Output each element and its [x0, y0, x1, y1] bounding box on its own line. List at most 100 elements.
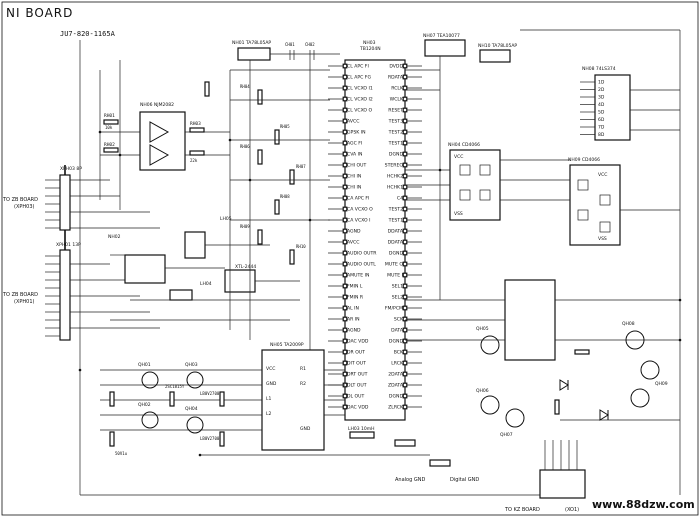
main-ic-left-pin-pad	[342, 217, 348, 223]
main-ic-right-pin-pad	[402, 74, 408, 80]
main-ic-right-pin-label: ZLRCK	[388, 405, 404, 411]
main-ic-right-pin-pad	[402, 195, 408, 201]
main-ic-right-pin-label: DGND	[389, 339, 404, 345]
main-ic-right-pin-label: WCLK	[390, 97, 404, 103]
main-ic-right-pin-pad	[402, 371, 408, 377]
main-ic-right-pin-pad	[402, 129, 408, 135]
main-ic-right-pin-label: C4	[397, 196, 403, 202]
main-ic-left-pin-label: DLT OUT	[347, 383, 367, 389]
main-ic-right-pin-label: SEL2	[392, 295, 403, 301]
main-ic-left-pin-pad	[342, 360, 348, 366]
main-ic-left-pin-label: AVCC	[347, 119, 359, 125]
nh08-pin-label: 7D	[598, 125, 605, 131]
main-ic-left-pin-label: AUDIO OUTR	[347, 251, 377, 257]
main-ic-right-pin-label: DGND	[389, 394, 404, 400]
ch01-label: CH01	[285, 42, 295, 47]
nh06-resistors: RH01 RH02 RH03 10k 22k	[103, 81, 210, 163]
main-ic-right-pin-pad	[402, 173, 408, 179]
nh09-pin-vss: VSS	[598, 236, 607, 242]
value-10k: 10k	[105, 125, 113, 130]
nh05-pin-gnd2: GND	[300, 426, 311, 432]
main-ic-left-pin-pad	[342, 206, 348, 212]
main-ic-right-pin-pad	[402, 393, 408, 399]
nh08-pin-label: 1D	[598, 80, 605, 86]
main-ic-left-pin-pad	[342, 129, 348, 135]
nh08-pin-label: 3D	[598, 95, 605, 101]
lh05-label: LH05	[220, 216, 232, 222]
main-ic-right-pin-pad	[402, 184, 408, 190]
main-ic-left-pin-label: DR OUT	[347, 350, 365, 356]
nh10-label: NH10 TA78L05AP	[478, 43, 517, 49]
main-ic-right-pin-pad	[402, 404, 408, 410]
main-ic-right-pin-label: HCHK2	[387, 174, 403, 180]
main-ic-right-pin-pad	[402, 305, 408, 311]
nh08-label: NH08 74LS374	[582, 66, 616, 72]
main-ic-left-pin-pad	[342, 338, 348, 344]
main-ic-right-pin-label: STEREO	[385, 163, 404, 169]
rh07-label: RH07	[296, 164, 306, 169]
main-ic-right-pin-label: 2DATA	[388, 372, 404, 378]
nh02-label: NH02	[108, 234, 121, 240]
qh01-label: QH01	[138, 362, 151, 368]
main-ic-left-pin-pad	[342, 184, 348, 190]
nh04-pin-vcc: VCC	[454, 154, 463, 160]
nh08-ic: NH08 74LS374	[582, 66, 631, 141]
qh05-label: QH05	[476, 326, 489, 332]
main-ic-right-pin-pad	[402, 338, 408, 344]
main-ic-right-pin-pad	[402, 63, 408, 69]
main-ic-right-pin-label: RDATA	[388, 75, 404, 81]
rh06-label: RH06	[240, 144, 250, 149]
nh09-label: NH09 CD4066	[568, 157, 600, 163]
main-ic-right-pin-pad	[402, 85, 408, 91]
main-ic-left-pin-label: CL APC FI	[347, 64, 369, 70]
main-ic-left-pin-pad	[342, 63, 348, 69]
main-ic-left-pin-pad	[342, 294, 348, 300]
main-ic-right-pin-label: DGND	[389, 152, 404, 158]
main-ic-left-pin-label: CL VCXO I2	[347, 97, 373, 103]
main-ic-left-pin-label: DRT OUT	[347, 372, 368, 378]
right-transistors: QH05 QH06 QH07 QH08 QH09	[476, 321, 668, 438]
rh10-label: RH10	[296, 244, 306, 249]
connector-xph03-sub: (XPH03)	[14, 204, 35, 210]
rh03-label: RH03	[190, 121, 201, 127]
main-ic-left-pin-pad	[342, 349, 348, 355]
right-diodes	[554, 349, 609, 421]
main-ic-right-pin-label: TEST2	[388, 207, 403, 213]
main-ic-right-pin-label: TEST3	[388, 119, 403, 125]
main-ic-left-pin-pad	[342, 316, 348, 322]
nh08-pin-label: 5D	[598, 110, 605, 116]
main-ic-right-pin-label: HCHK1	[387, 185, 403, 191]
main-ic-left-pin-label: AL IN	[347, 306, 359, 312]
junction-dots	[78, 130, 682, 457]
rh01-label: RH01	[104, 113, 115, 119]
nh05-pin-l2: L2	[266, 411, 272, 417]
kz-connector-label: TO KZ BOARD	[504, 507, 540, 513]
rh08-label: RH08	[280, 194, 290, 199]
qh09-label: QH09	[655, 381, 668, 387]
nh06-wiring	[99, 60, 230, 210]
nh10-ic: NH10 TA78L05AP	[478, 43, 517, 63]
main-ic-left-pin-pad	[342, 327, 348, 333]
main-ic-left-pin-label: CL VCXO O	[347, 108, 373, 114]
ch02-label: CH02	[305, 42, 315, 47]
analog-gnd-label: Analog GND	[395, 477, 425, 483]
main-ic-left-pin-pad	[342, 239, 348, 245]
main-ic-right-pin-label: DDATA	[388, 240, 404, 246]
nh06-opamp: NH06 NJM2082	[139, 102, 186, 171]
lower-left-transistors: QH01 QH02 QH03 QH04	[138, 362, 204, 434]
rh05-label: RH05	[280, 124, 290, 129]
lh04-label: LH04	[200, 281, 212, 287]
rh09-label: RH09	[240, 224, 250, 229]
kz-connector: TO KZ BOARD (XO1)	[504, 469, 586, 513]
main-ic-right-pin-label: MUTE O	[385, 262, 403, 268]
main-ic-left-pin-pad	[342, 272, 348, 278]
left-connector-wires	[45, 40, 540, 496]
main-ic-right-pin-pad	[402, 217, 408, 223]
nh05-ic: NH05 TA2009P VCC GND L1 L2 R1 R2 GND	[261, 342, 325, 451]
lh03-inductor: LH03 10mH	[348, 426, 451, 467]
main-ic-right-pin-label: DVDD	[389, 64, 403, 70]
main-ic-left-pin-label: CA APC FI	[347, 196, 369, 202]
nh07-label: NH07 TEA10077	[423, 33, 460, 39]
qh07-label: QH07	[500, 432, 513, 438]
nh04-label: NH04 CD4066	[448, 142, 480, 148]
